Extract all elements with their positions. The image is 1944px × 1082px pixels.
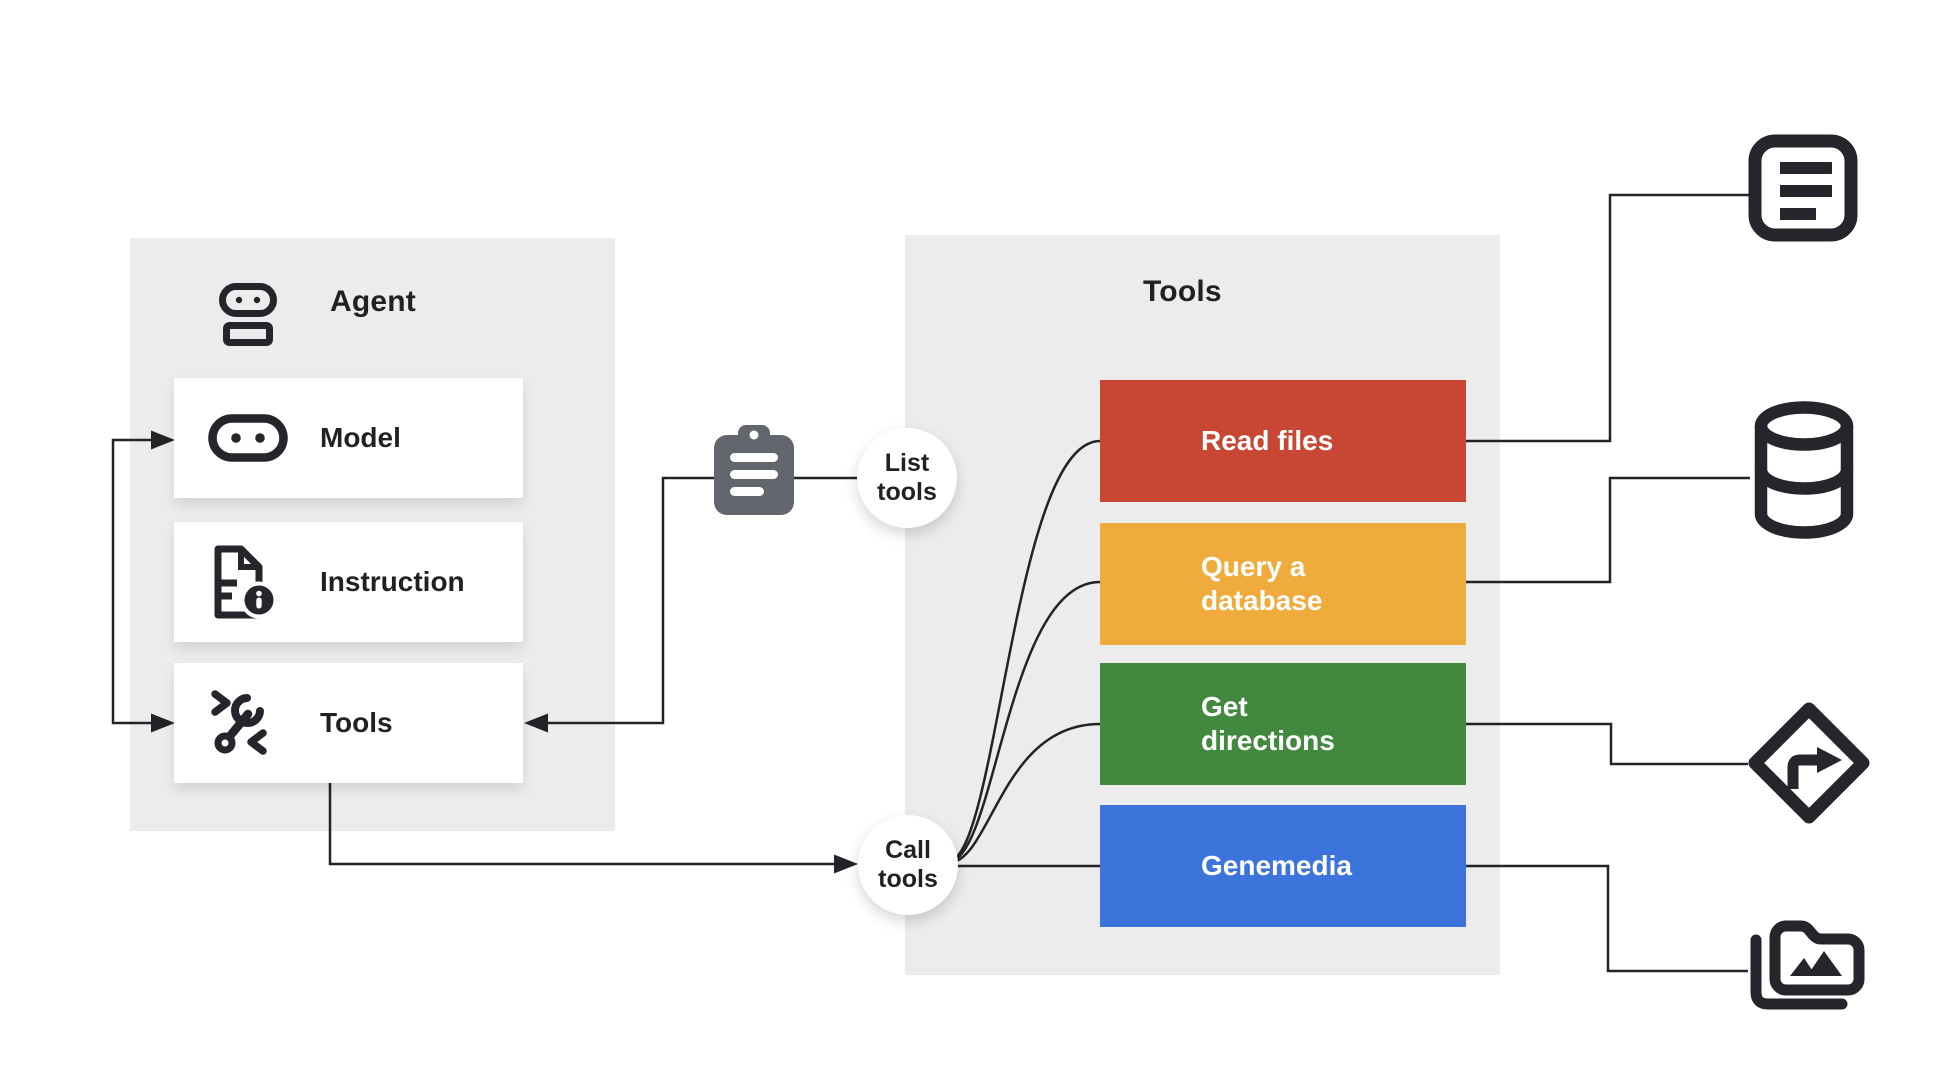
list-tools-label: List tools <box>877 449 937 506</box>
card-instruction: Instruction <box>174 522 523 642</box>
article-icon <box>1748 134 1858 242</box>
database-icon <box>1754 401 1854 539</box>
instruction-label: Instruction <box>320 566 465 597</box>
genemedia-label: Genemedia <box>1201 850 1352 881</box>
connector-query-database <box>1466 476 1750 584</box>
card-model: Model <box>174 378 523 498</box>
get-directions-label: Get directions <box>1201 691 1335 756</box>
tool-box-query-database: Query a database <box>1100 523 1466 645</box>
arrowhead-into-call-tools <box>834 854 858 874</box>
connector-read-files-article <box>1466 193 1750 443</box>
robot-icon <box>219 283 277 346</box>
query-database-label: Query a database <box>1201 551 1323 616</box>
call-tools-label: Call tools <box>878 836 938 893</box>
call-tools-node: Call tools <box>858 815 958 915</box>
tool-box-genemedia: Genemedia <box>1100 805 1466 927</box>
model-robot-face-icon <box>208 414 320 462</box>
agent-panel-content: Agent Model <box>130 238 615 831</box>
tool-box-read-files: Read files <box>1100 380 1466 502</box>
directions-icon <box>1748 702 1870 824</box>
read-files-label: Read files <box>1201 425 1334 456</box>
tool-box-get-directions: Get directions <box>1100 663 1466 785</box>
media-folder-icon <box>1750 920 1865 1010</box>
clipboard-icon <box>714 425 794 515</box>
tools-label: Tools <box>320 707 393 738</box>
connector-genemedia-media <box>1466 864 1748 973</box>
list-tools-node: List tools <box>857 428 957 528</box>
card-tools: Tools <box>174 663 523 783</box>
model-label: Model <box>320 422 401 453</box>
connector-get-directions <box>1466 722 1748 766</box>
instruction-document-icon <box>208 545 320 619</box>
tools-panel-title: Tools <box>1143 275 1222 308</box>
tools-wrench-icon <box>208 688 320 758</box>
agent-panel-title: Agent <box>330 285 416 318</box>
